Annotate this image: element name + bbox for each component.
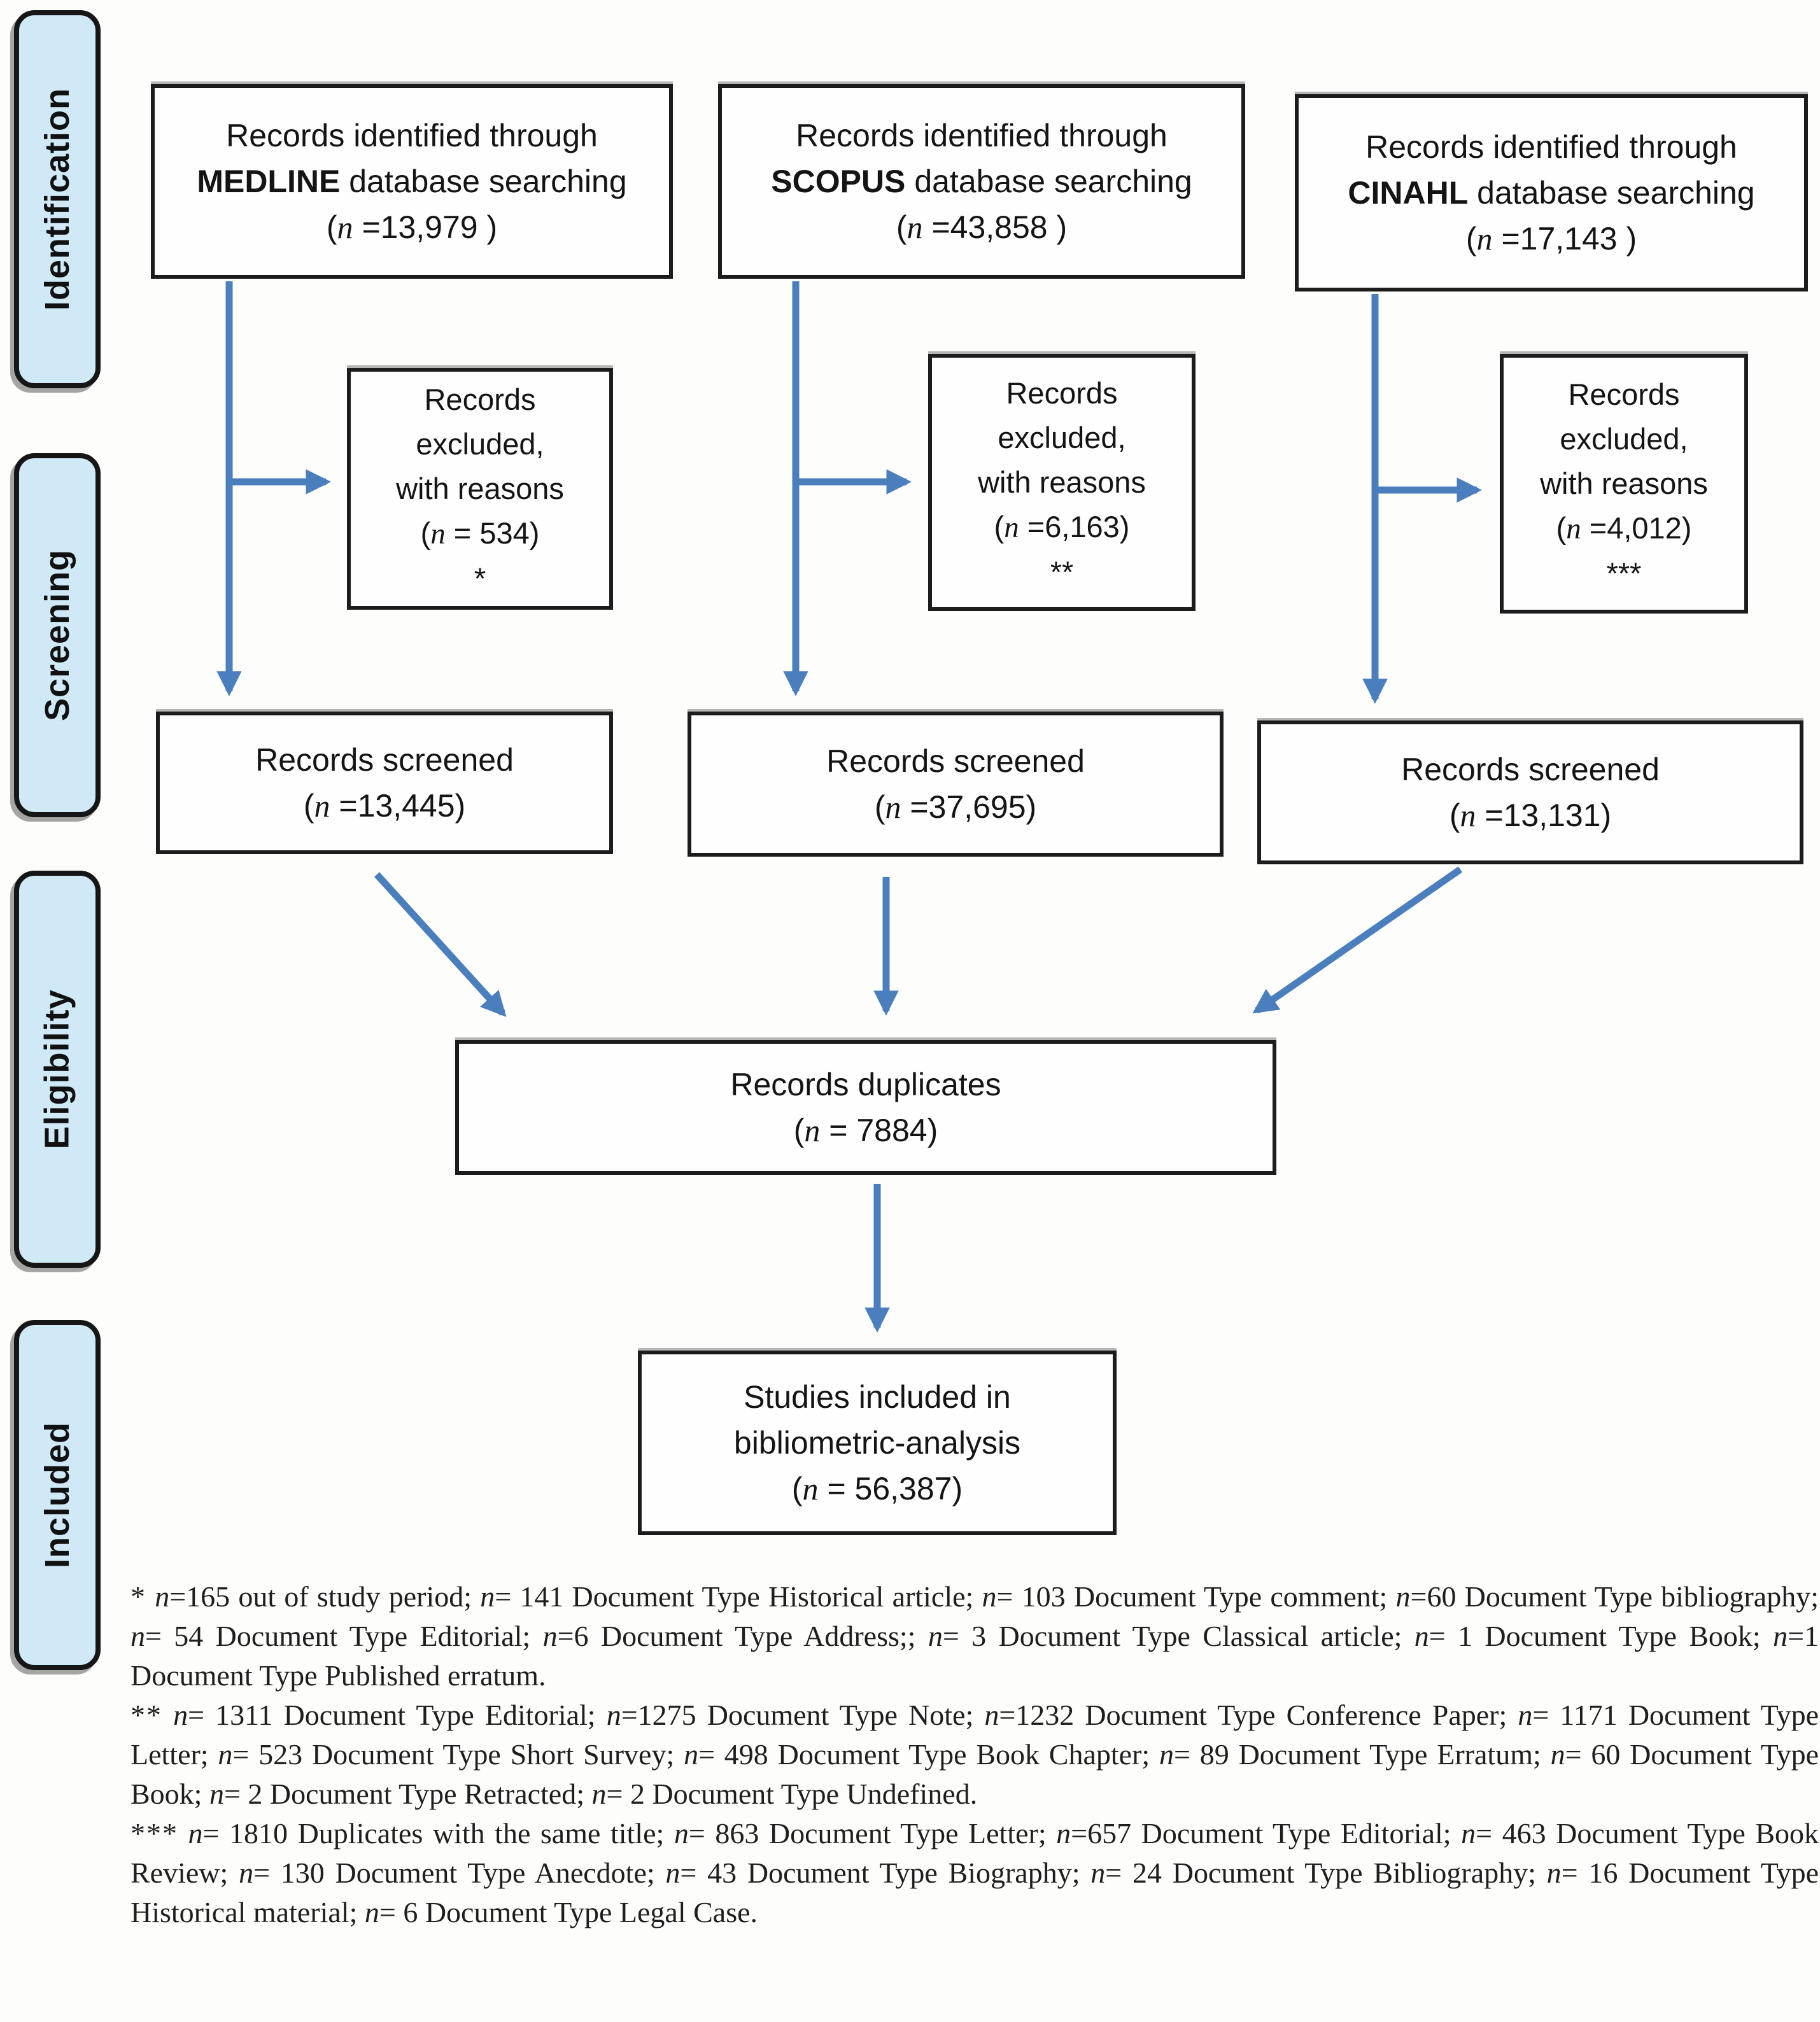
count-line: (n =4,012) (1556, 510, 1692, 545)
count-line: (n =37,695) (874, 789, 1037, 825)
db-name: SCOPUS (771, 164, 906, 199)
footnote-text: n= 1810 Duplicates with the same title; … (131, 1817, 1819, 1928)
footnote-text: n=165 out of study period; n= 141 Docume… (131, 1580, 1819, 1692)
box-records-duplicates: Records duplicates (n = 7884) (455, 1040, 1276, 1175)
count-line: (n =13,979 ) (326, 209, 498, 245)
stage-label: Identification (38, 88, 76, 311)
box-line: excluded, (998, 420, 1126, 454)
box-line-rest: database searching (1468, 175, 1755, 211)
count-line: (n = 534) (420, 516, 540, 551)
box-line: Records identified through (226, 118, 598, 153)
stage-label: Included (38, 1421, 77, 1569)
stage-label: Screening (38, 549, 76, 722)
box-line: with reasons (1540, 466, 1708, 500)
box-line: excluded, (1560, 421, 1688, 456)
db-name: CINAHL (1348, 175, 1469, 211)
box-line: with reasons (978, 465, 1146, 499)
box-records-excluded-3: Records excluded, with reasons (n =4,012… (1500, 354, 1748, 614)
box-studies-included: Studies included in bibliometric-analysi… (638, 1351, 1117, 1535)
arrow-screened3-to-duplicates (1252, 866, 1463, 1014)
footnote-marker: *** (131, 1817, 178, 1850)
box-line: Records identified through (1365, 129, 1737, 165)
box-line: Records screened (826, 743, 1085, 779)
box-line: with reasons (396, 471, 564, 505)
box-records-identified-cinahl: Records identified through CINAHL databa… (1295, 94, 1808, 291)
box-line: Records screened (1401, 752, 1660, 787)
footnote-text: n= 1311 Document Type Editorial; n=1275 … (131, 1699, 1819, 1810)
footnote-stars: ** (1050, 554, 1074, 589)
box-line-rest: database searching (905, 164, 1192, 199)
count-line: (n =17,143 ) (1465, 221, 1637, 256)
box-line: SCOPUS database searching (771, 158, 1192, 204)
footnote-2: ** n= 1311 Document Type Editorial; n=12… (131, 1696, 1819, 1814)
count-line: (n =6,163) (994, 509, 1130, 544)
box-line: Records (424, 382, 536, 416)
count-line: (n =13,445) (303, 788, 466, 824)
footnote-stars: *** (1606, 556, 1642, 590)
footnote-1: * n=165 out of study period; n= 141 Docu… (131, 1577, 1819, 1696)
box-line: bibliometric-analysis (733, 1425, 1021, 1461)
box-line: excluded, (416, 426, 544, 461)
box-records-excluded-2: Records excluded, with reasons (n =6,163… (928, 354, 1196, 611)
stage-identification: Identification (14, 10, 101, 388)
box-line: Records duplicates (730, 1067, 1001, 1102)
footnote-marker: ** (131, 1699, 162, 1731)
stage-screening: Screening (14, 453, 101, 817)
box-line: Records (1568, 377, 1680, 411)
stage-eligibility: Eligibility (14, 871, 101, 1268)
box-records-excluded-1: Records excluded, with reasons (n = 534)… (347, 368, 613, 610)
box-records-screened-1: Records screened (n =13,445) (156, 712, 613, 854)
db-name: MEDLINE (197, 164, 341, 199)
box-records-screened-3: Records screened (n =13,131) (1257, 720, 1803, 864)
box-line: Records identified through (796, 118, 1167, 153)
box-line: Studies included in (744, 1379, 1011, 1415)
box-line: Records (1006, 376, 1118, 410)
box-line: Records screened (255, 742, 514, 778)
footnotes-block: * n=165 out of study period; n= 141 Docu… (131, 1577, 1819, 1932)
box-line-rest: database searching (340, 164, 627, 199)
count-line: (n = 7884) (793, 1113, 938, 1148)
box-records-identified-scopus: Records identified through SCOPUS databa… (718, 84, 1245, 279)
box-records-identified-medline: Records identified through MEDLINE datab… (151, 84, 673, 279)
box-records-screened-2: Records screened (n =37,695) (688, 712, 1224, 857)
count-line: (n =43,858 ) (896, 209, 1068, 245)
count-line: (n =13,131) (1449, 797, 1612, 833)
box-line: MEDLINE database searching (197, 158, 626, 204)
box-line: CINAHL database searching (1348, 170, 1754, 216)
arrow-screened1-to-duplicates (374, 872, 507, 1017)
footnote-3: *** n= 1810 Duplicates with the same tit… (131, 1814, 1819, 1932)
footnote-stars: * (474, 561, 486, 595)
count-line: (n = 56,387) (791, 1471, 963, 1506)
stage-label: Eligibility (38, 989, 76, 1149)
stage-included: Included (14, 1320, 101, 1670)
footnote-marker: * (131, 1580, 146, 1613)
